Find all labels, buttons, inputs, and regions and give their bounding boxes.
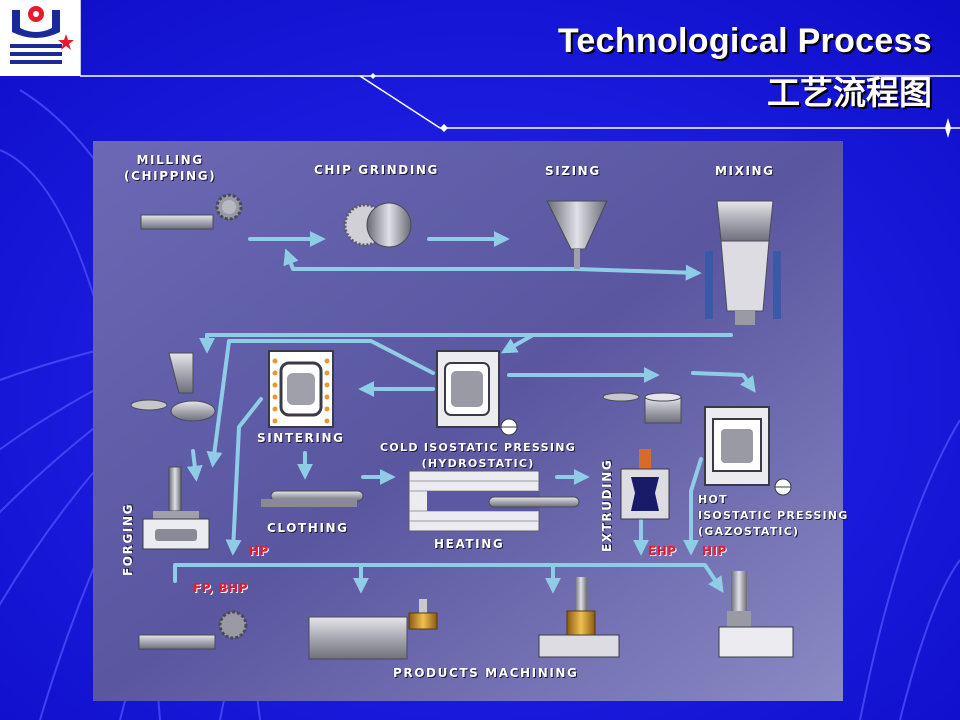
label-extruding: Extruding xyxy=(600,458,614,552)
label-milling: Milling (chipping) xyxy=(124,152,216,184)
extruding-press xyxy=(620,449,670,520)
product-parts xyxy=(138,571,794,660)
flow-arrows xyxy=(173,231,756,594)
page-title: Technological Process xyxy=(557,22,932,60)
flow-arrow xyxy=(283,248,579,271)
page-subtitle: 工艺流程图 xyxy=(767,73,932,112)
milling-equipment xyxy=(140,193,243,230)
flow-arrow xyxy=(199,333,733,354)
header-line-decoration xyxy=(79,0,960,129)
label-sintering: Sintering xyxy=(257,431,345,445)
process-diagram xyxy=(130,193,794,660)
chip-grinding-equipment xyxy=(343,202,412,248)
label-mixing: Mixing xyxy=(715,164,775,178)
label-cold-isostatic: Cold isostatic pressing (hydrostatic) xyxy=(380,440,576,472)
canning-parts xyxy=(602,392,682,424)
mixing-equipment xyxy=(705,200,781,325)
method-tag-hp: HP xyxy=(249,544,269,558)
label-milling-line1: Milling xyxy=(136,153,204,167)
label-forging: Forging xyxy=(121,502,135,576)
method-tag-ehp: EHP xyxy=(648,544,677,558)
label-hot-isostatic-line2: isostatic pressing xyxy=(698,509,849,522)
press-die-parts xyxy=(130,352,216,422)
flow-arrow xyxy=(683,457,703,556)
method-tag-hip: HIP xyxy=(702,544,727,558)
label-hot-isostatic-line3: (gazostatic) xyxy=(698,525,800,538)
label-chip-grinding: Chip grinding xyxy=(314,163,440,177)
label-heating: Heating xyxy=(434,537,505,551)
flow-arrow xyxy=(206,339,435,468)
method-tag-fp-bhp: FP, BHP xyxy=(193,581,249,595)
sizing-hopper xyxy=(546,200,608,269)
label-hot-isostatic: Hot isostatic pressing (gazostatic) xyxy=(698,492,848,540)
label-products-machining: Products machining xyxy=(393,666,579,680)
label-hot-isostatic-line1: Hot xyxy=(698,493,728,506)
flow-arrow xyxy=(500,333,535,354)
label-cold-isostatic-line1: Cold isostatic pressing xyxy=(380,441,577,454)
flow-arrow xyxy=(173,563,724,593)
cold-isostatic-press xyxy=(436,350,518,436)
flow-arrow xyxy=(225,397,263,556)
company-logo xyxy=(0,0,80,76)
clothing-tube xyxy=(261,490,364,507)
label-sizing: Sizing xyxy=(545,164,601,178)
forging-press xyxy=(142,466,210,550)
flow-arrow xyxy=(575,264,702,281)
label-clothing: Clothing xyxy=(267,521,349,535)
flow-arrow xyxy=(186,449,203,482)
flow-arrow xyxy=(691,371,756,393)
sintering-furnace xyxy=(268,350,334,428)
label-cold-isostatic-line2: (hydrostatic) xyxy=(421,457,535,470)
label-milling-line2: (chipping) xyxy=(124,169,217,183)
hot-isostatic-press xyxy=(704,406,792,496)
sparkle-decoration xyxy=(370,73,951,138)
heating-furnace xyxy=(408,470,580,532)
